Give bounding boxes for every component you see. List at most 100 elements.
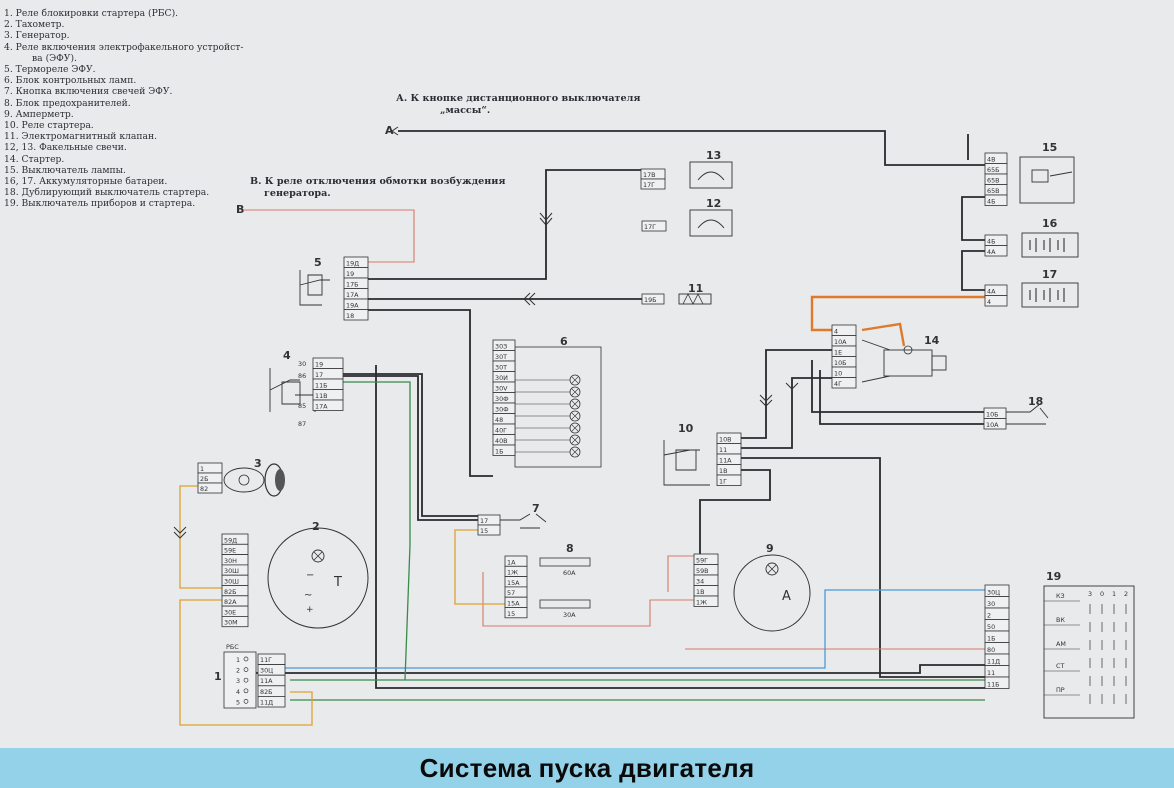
terminal-label: 82А (224, 598, 237, 606)
label-19: 19 (1046, 570, 1061, 583)
terminal-label: 59Е (224, 547, 236, 555)
legend-item: 12, 13. Факельные свечи. (4, 142, 127, 154)
terminal-label: 10А (834, 338, 847, 346)
label-14: 14 (924, 334, 940, 347)
terminal-label: 65В (987, 177, 1000, 185)
terminal-label: 11Б (987, 681, 1000, 689)
terminal-label: 30Ц (260, 667, 273, 675)
terminal-label: 1 (200, 465, 204, 473)
terminal-label: 80 (987, 646, 995, 654)
terminal-block-17: 4А4 (984, 284, 1008, 307)
terminal-label: 15 (507, 610, 515, 618)
note-a: А. К кнопке дистанционного выключателя „… (396, 93, 640, 116)
terminal-cell (504, 607, 528, 619)
line-arrows (173, 126, 799, 539)
terminal-label: 19 (346, 270, 354, 278)
terminal-label: 17Б (346, 281, 359, 289)
terminal-label: 30Н (224, 557, 237, 565)
legend-item: 6. Блок контрольных ламп. (4, 75, 137, 87)
label-9: 9 (766, 542, 774, 555)
note-b: В. К реле отключения обмотки возбуждения… (250, 176, 505, 199)
terminal-label: 17 (315, 371, 323, 379)
terminal-label: 4А (987, 248, 996, 256)
terminal-cell (641, 293, 665, 305)
minus-sign: − (306, 570, 314, 581)
terminal-label: 1В (696, 588, 704, 596)
terminal-label: 4 (987, 298, 991, 306)
pin-circle (243, 688, 249, 694)
terminal-label: 4Б (987, 198, 995, 206)
terminal-label: 40В (495, 437, 508, 445)
terminal-cell (831, 377, 857, 389)
label-5: 5 (314, 256, 322, 269)
legend-item: 3. Генератор. (4, 30, 70, 42)
terminal-label: 11 (719, 446, 727, 454)
switch-position-label: ПР (1056, 686, 1065, 694)
pin-circle (243, 699, 249, 704)
terminal-label: 11Д (260, 698, 273, 706)
pin-30: 30 (298, 360, 306, 368)
legend-item: 10. Реле стартера. (4, 120, 94, 132)
terminal-label: 82 (200, 485, 208, 493)
legend-item: 16, 17. Аккумуляторные батареи. (4, 176, 168, 188)
terminal-label: 11А (719, 457, 732, 465)
terminal-label: 30И (495, 374, 508, 382)
terminal-label: 4А (987, 288, 996, 296)
terminal-cell (983, 418, 1007, 430)
wires-blue (285, 589, 985, 669)
terminal-label: 11Б (315, 382, 328, 390)
terminal-label: 30Ц (987, 589, 1000, 597)
terminal-label: 10Б (986, 411, 999, 419)
terminal-label: 34 (696, 578, 704, 586)
lamp-cross (571, 400, 579, 408)
label-13: 13 (706, 149, 721, 162)
terminal-label: 17А (346, 291, 359, 299)
label-8: 8 (566, 542, 574, 555)
legend-item: 1. Реле блокировки стартера (РБС). (4, 8, 179, 19)
note-a-line1: А. К кнопке дистанционного выключателя (396, 93, 641, 104)
terminal-cell (641, 220, 667, 232)
pin-circle (243, 667, 249, 672)
terminal-label: 1Ж (507, 569, 518, 577)
label-12: 12 (706, 197, 721, 210)
lamp-group (515, 374, 581, 458)
label-10: 10 (678, 422, 694, 435)
legend-item: 2. Тахометр. (4, 19, 65, 31)
label-6: 6 (560, 335, 568, 348)
terminal-label: 10Б (834, 359, 847, 367)
switch-header-label: 2 (1124, 590, 1128, 598)
terminal-label: 2 (987, 612, 991, 620)
pin-86: 86 (298, 372, 306, 380)
terminal-cell (221, 616, 249, 628)
terminal-label: 30V (495, 385, 508, 393)
terminal-label: 4Г (834, 380, 842, 388)
terminal-label: 4 (834, 328, 838, 336)
diagram-caption: Система пуска двигателя (419, 752, 755, 783)
component-12: 12 17Г (641, 197, 733, 237)
terminal-label: 19Д (346, 260, 359, 268)
legend-item: ва (ЭФУ). (32, 52, 77, 64)
terminal-label: 30Ф (495, 395, 509, 403)
terminal-label: 1В (719, 467, 727, 475)
ammeter-letter: А (782, 589, 791, 604)
label-17: 17 (1042, 268, 1057, 281)
pin-number: 3 (236, 677, 240, 685)
label-11: 11 (688, 282, 703, 295)
switch-position-label: АМ (1056, 640, 1066, 648)
note-a-line2: „массы“. (440, 104, 491, 116)
terminal-label: 59Д (224, 536, 237, 544)
